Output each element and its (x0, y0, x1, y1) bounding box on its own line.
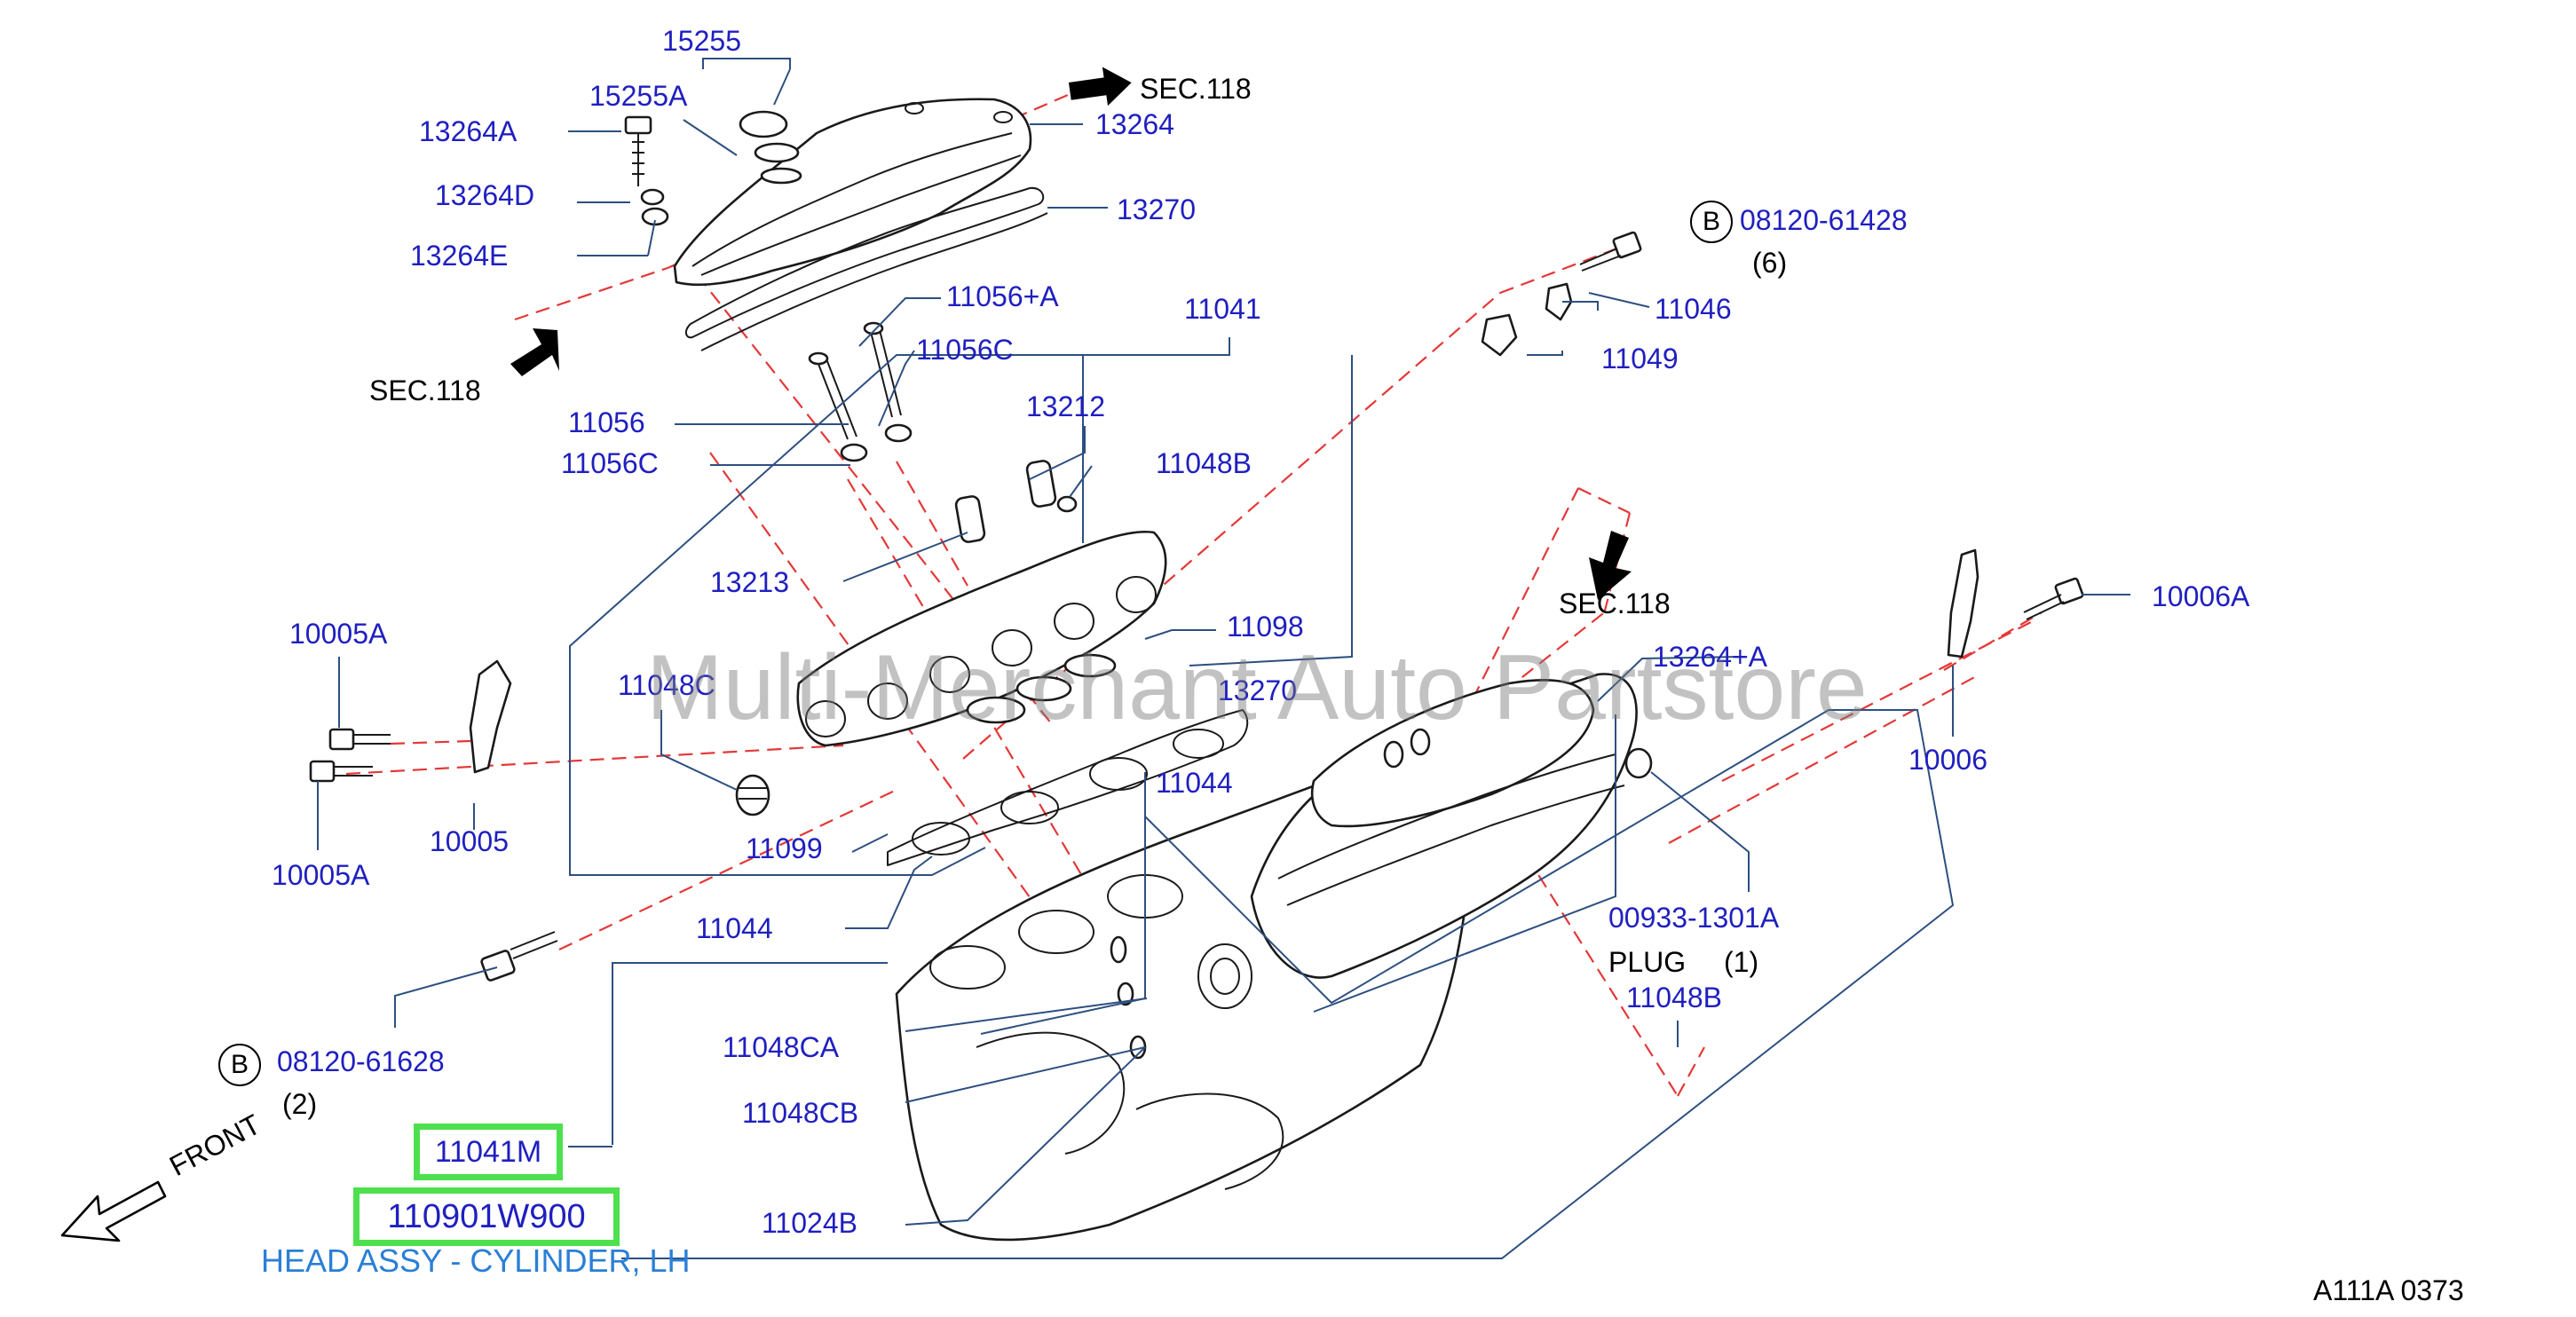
valve-cover-gasket (685, 186, 1048, 351)
label-sec118-top: SEC.118 (1140, 73, 1252, 105)
label-13264E: 13264E (410, 240, 509, 272)
studs (808, 321, 913, 462)
label-qty-2: (2) (282, 1088, 318, 1120)
label-11048CA: 11048CA (723, 1031, 840, 1063)
label-13270-lower: 13270 (1218, 674, 1297, 706)
diagram-reference-code: A111A 0373 (2313, 1274, 2464, 1306)
label-11044-upper: 11044 (1156, 767, 1233, 799)
label-11049: 11049 (1601, 343, 1679, 375)
direction-arrows (60, 67, 1632, 1242)
label-11044-lower: 11044 (696, 912, 773, 944)
label-08120-61628: 08120-61628 (277, 1045, 445, 1077)
label-11041: 11041 (1184, 293, 1261, 325)
sec118-arrow-mid (1589, 531, 1632, 600)
label-13213: 13213 (710, 566, 789, 598)
label-10005A-upper: 10005A (289, 618, 388, 650)
engine-brackets (309, 548, 2084, 783)
label-sec118-left: SEC.118 (369, 375, 481, 406)
label-11048B-upper: 11048B (1156, 447, 1252, 479)
part-11041M-box[interactable]: 11041M (414, 1124, 563, 1180)
label-13264: 13264 (1095, 108, 1174, 140)
label-00933-1301A: 00933-1301A (1608, 902, 1780, 934)
label-11056: 11056 (568, 406, 645, 438)
label-13270-upper: 13270 (1117, 193, 1196, 225)
bolt-group-b-marker-upper: B (1690, 201, 1733, 243)
label-13264A: 13264A (419, 115, 518, 147)
sec118-arrow-top (1068, 67, 1132, 106)
part-11041M-label: 11041M (434, 1134, 542, 1169)
front-arrow (60, 1180, 167, 1242)
label-13264D: 13264D (435, 179, 535, 211)
label-11048C: 11048C (618, 669, 715, 701)
label-11099: 11099 (746, 832, 823, 864)
label-11024B: 11024B (762, 1207, 857, 1239)
bolt-and-brackets-right (1481, 231, 1642, 357)
label-10005: 10005 (430, 825, 509, 857)
label-11056C-upper: 11056C (916, 334, 1014, 366)
part-number-label: 110901W900 (387, 1197, 586, 1235)
label-11048CB: 11048CB (742, 1097, 859, 1129)
label-15255A: 15255A (589, 80, 688, 112)
label-plug: PLUG (1608, 946, 1687, 978)
bolt-lower-left (480, 931, 558, 982)
part-number-box[interactable]: 110901W900 (353, 1187, 620, 1246)
leader-lines (317, 58, 2130, 1259)
label-sec118-mid: SEC.118 (1559, 588, 1671, 619)
label-11046: 11046 (1655, 293, 1732, 325)
label-11056A: 11056+A (946, 280, 1059, 312)
valve-cover (624, 98, 1032, 287)
part-description: HEAD ASSY - CYLINDER, LH (261, 1242, 691, 1279)
sec118-arrow-left (510, 328, 559, 376)
bolt-group-b-marker-lower: B (218, 1044, 261, 1086)
label-10006A: 10006A (2152, 580, 2250, 612)
label-13212: 13212 (1026, 390, 1105, 422)
label-11056C-lower: 11056C (561, 447, 659, 479)
label-10005A-lower: 10005A (272, 859, 370, 891)
label-15255: 15255 (662, 25, 741, 57)
label-11048B-lower: 11048B (1626, 982, 1722, 1013)
label-11098: 11098 (1227, 611, 1304, 643)
label-13264-plus-A: 13264+A (1653, 641, 1768, 673)
label-08120-61428: 08120-61428 (1740, 204, 1908, 236)
cylinder-head-right (1250, 673, 1638, 979)
label-qty-6: (6) (1752, 247, 1788, 279)
head-gasket (887, 709, 1249, 866)
label-plug-qty: (1) (1724, 946, 1759, 978)
cylinder-head-upper (735, 460, 1167, 816)
label-10006: 10006 (1908, 744, 1987, 776)
